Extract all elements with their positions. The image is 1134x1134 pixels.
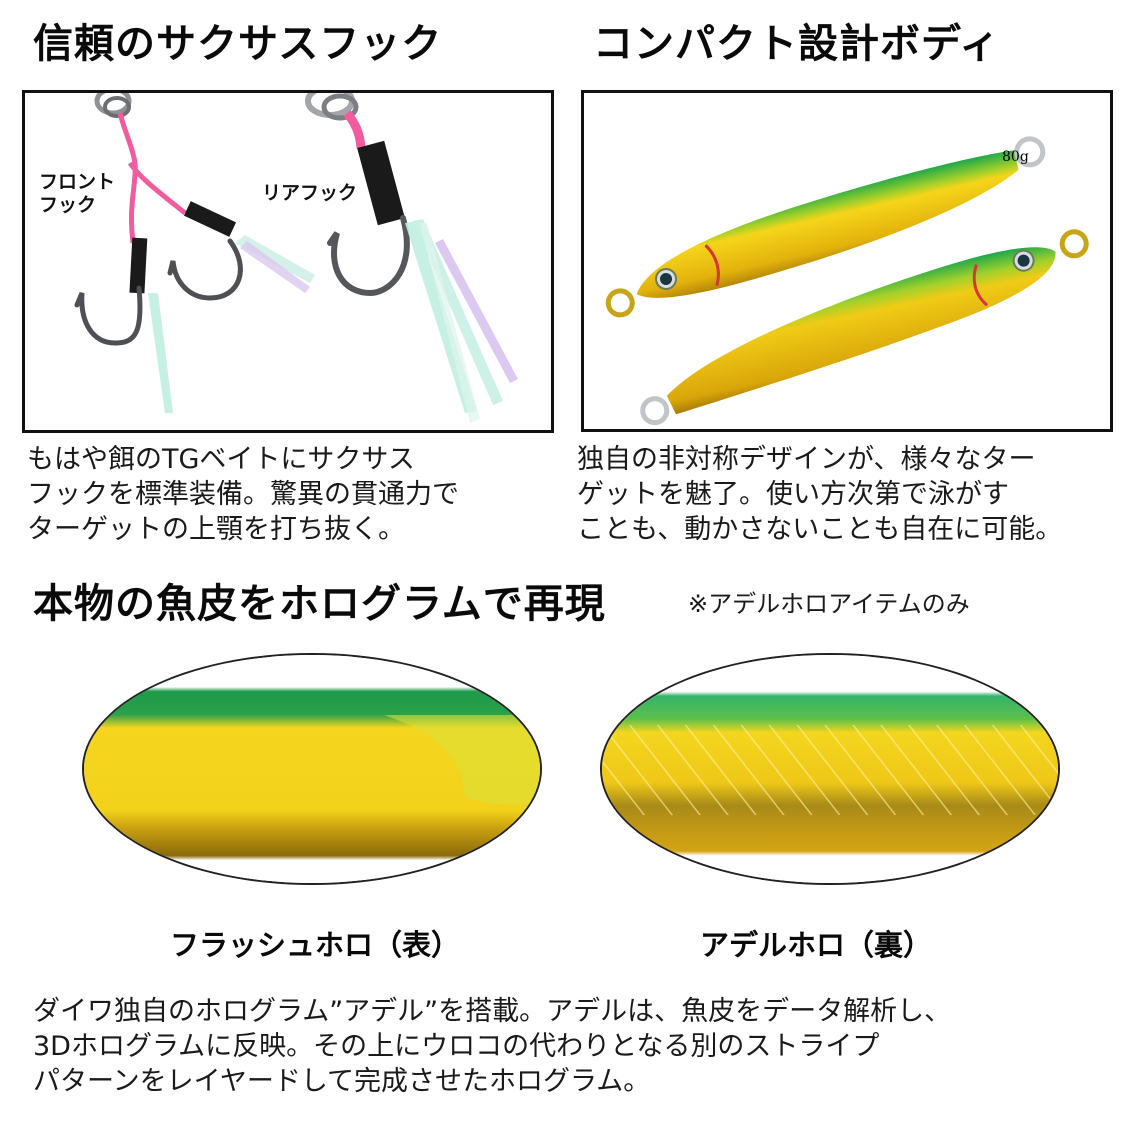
flash-holo-closeup bbox=[82, 653, 542, 885]
jig-upper bbox=[605, 136, 1046, 318]
hologram-description-line3: パターンをレイヤードして完成させたホログラム。 bbox=[33, 1066, 651, 1097]
jig-lower bbox=[640, 229, 1089, 426]
hooks-description-line1: もはや餌のTGベイトにサクサス bbox=[27, 444, 415, 475]
label-front-hook-line2: フック bbox=[39, 194, 97, 216]
label-front-hook: フロント フック bbox=[39, 171, 115, 217]
adel-holo-closeup bbox=[600, 653, 1060, 885]
hologram-note: ※アデルホロアイテムのみ bbox=[688, 590, 970, 618]
hologram-description-line2: 3Dホログラムに反映。その上にウロコの代わりとなる別のストライプ bbox=[33, 1031, 880, 1062]
hologram-description-line1: ダイワ独自のホログラム”アデル”を搭載。アデルは、魚皮をデータ解析し、 bbox=[33, 996, 952, 1027]
metal-jig-illustration: 80g bbox=[605, 136, 1089, 426]
hooks-image: フロント フック リアフック bbox=[22, 90, 554, 433]
body-description-line1: 独自の非対称デザインが、様々なター bbox=[577, 444, 1036, 475]
section-title-body: コンパクト設計ボディ bbox=[593, 21, 1001, 67]
body-description: 独自の非対称デザインが、様々なター ゲットを魅了。使い方次第で泳がす ことも、動… bbox=[577, 442, 1062, 547]
adel-holo-texture bbox=[602, 655, 1058, 883]
body-description-line2: ゲットを魅了。使い方次第で泳がす bbox=[577, 479, 1009, 510]
hologram-description: ダイワ独自のホログラム”アデル”を搭載。アデルは、魚皮をデータ解析し、 3Dホロ… bbox=[33, 994, 951, 1099]
assist-hooks-illustration bbox=[74, 93, 518, 423]
hooks-description-line2: フックを標準装備。驚異の貫通力で bbox=[27, 479, 459, 510]
label-rear-hook: リアフック bbox=[262, 182, 358, 204]
hooks-description-line3: ターゲットの上顎を打ち抜く。 bbox=[27, 514, 405, 545]
caption-flash-holo: フラッシュホロ（表） bbox=[170, 928, 461, 962]
section-title-hologram: 本物の魚皮をホログラムで再現 bbox=[33, 581, 606, 627]
body-description-line3: ことも、動かさないことも自在に可能。 bbox=[577, 514, 1063, 545]
lures-image: 80g bbox=[581, 90, 1113, 432]
section-title-hooks: 信頼のサクサスフック bbox=[33, 21, 443, 67]
flash-holo-texture bbox=[84, 655, 540, 883]
split-ring-icon-rear bbox=[305, 93, 359, 121]
caption-adel-holo: アデルホロ（裏） bbox=[700, 928, 933, 962]
split-ring-icon-front bbox=[94, 93, 132, 118]
weight-mark: 80g bbox=[1002, 149, 1029, 165]
hooks-description: もはや餌のTGベイトにサクサス フックを標準装備。驚異の貫通力で ターゲットの上… bbox=[27, 442, 459, 547]
label-front-hook-line1: フロント bbox=[39, 171, 116, 193]
